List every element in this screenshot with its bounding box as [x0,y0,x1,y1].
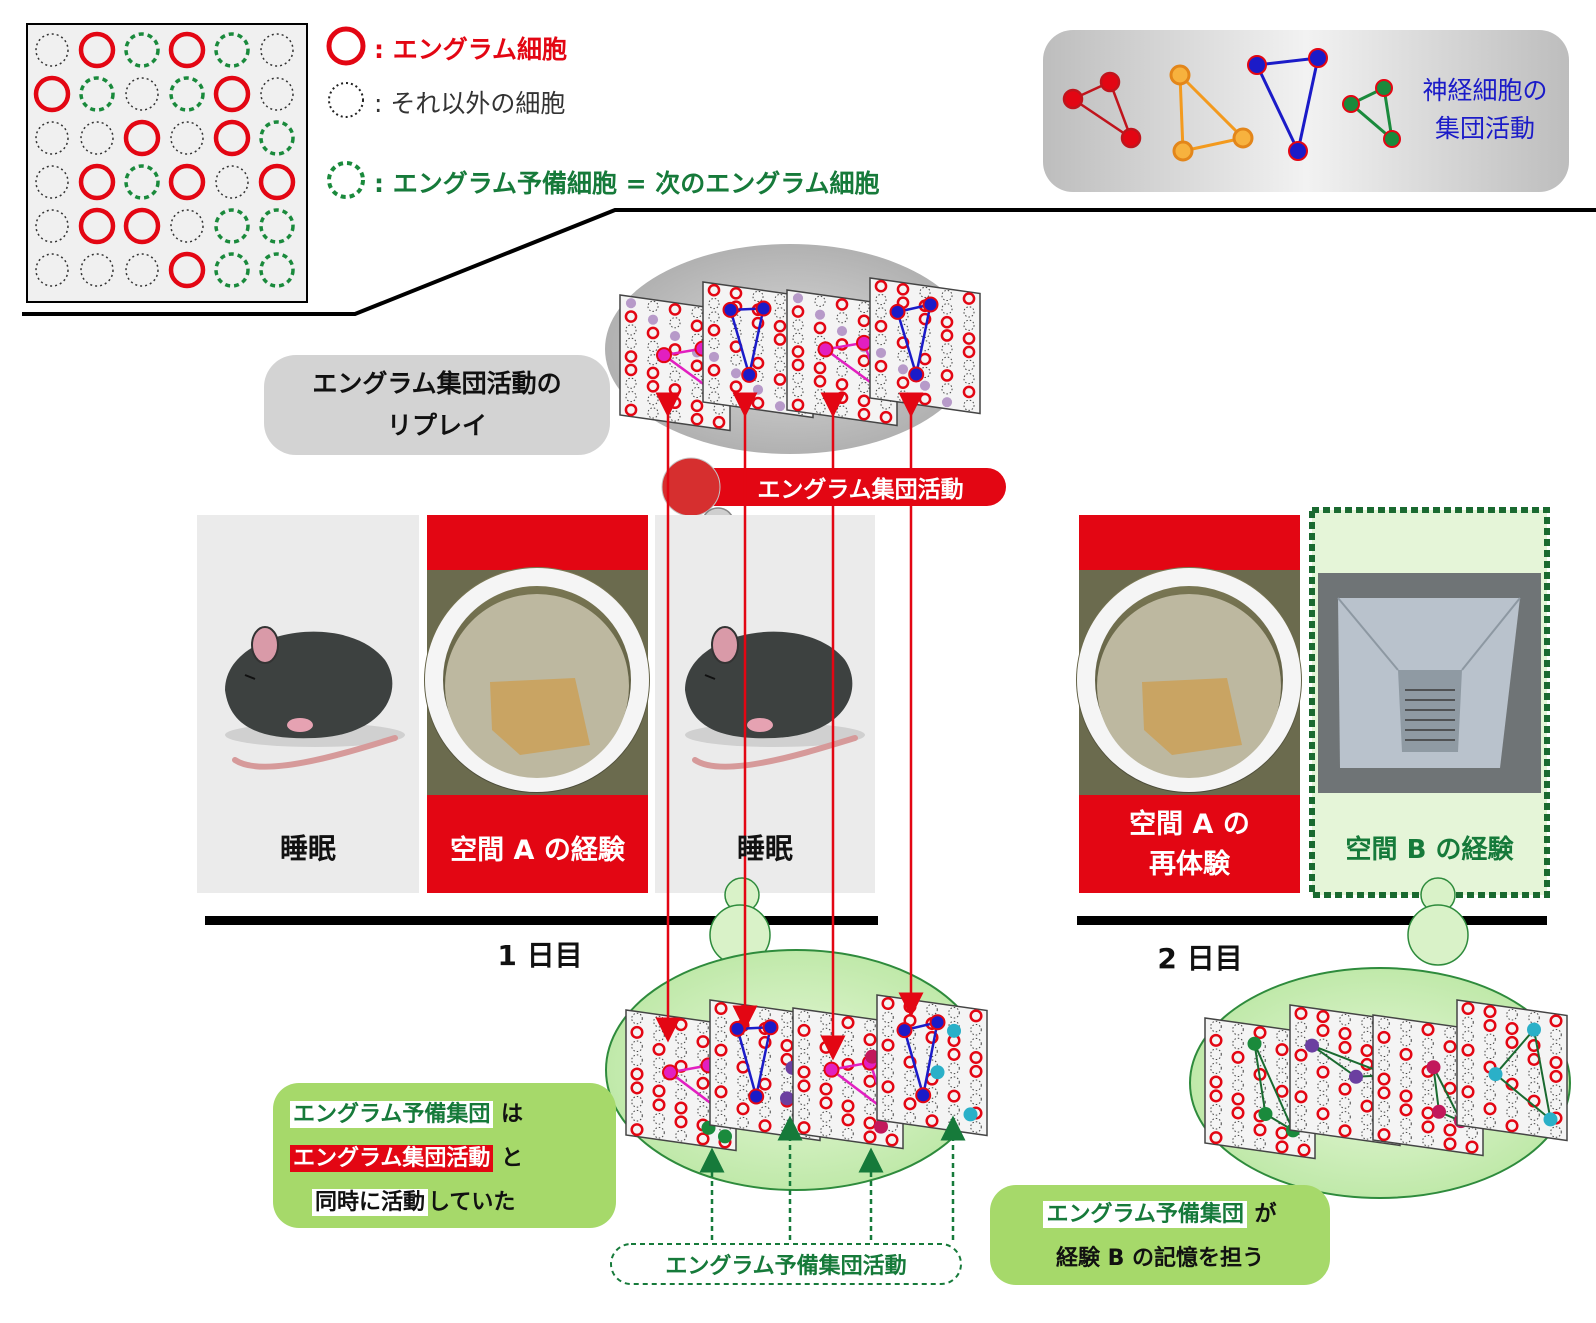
spaceA-label: 空間 A の経験 [450,834,625,866]
replay-panels [619,277,981,432]
other-cell [35,253,69,287]
engram-cell [78,31,116,69]
other-cell [170,209,204,243]
other-cell [35,209,69,243]
legend-cell-grid [26,23,308,303]
recording-panel [702,281,814,419]
thought-bubble-red [661,457,721,517]
preengram-cell [259,252,295,288]
other-cell [80,253,114,287]
cup2-rim-white [1077,568,1301,792]
preengram-cell [214,32,250,68]
engram-cell [168,163,206,201]
other-cell [260,33,294,67]
spaceB-label: 空間 B の経験 [1345,834,1514,865]
other-cell [260,77,294,111]
box-grid-floor [1405,689,1455,741]
legend-other-label: : それ以外の細胞 [374,89,566,118]
cup-rim-white [425,568,649,792]
assembly-red-icon [1062,71,1142,149]
right-note-hl1: エングラム予備集団 [1043,1201,1247,1228]
assembly-green-icon [1342,79,1401,148]
left-note-hl2: エングラム集団活動 [290,1145,494,1172]
sleep1-label: 睡眠 [279,832,336,865]
other-cell [80,121,114,155]
preengram-cell [124,164,160,200]
replay-bubble [264,355,610,455]
left-note-hl1: エングラム予備集団 [290,1101,494,1128]
recording-panel [1372,1014,1484,1157]
sleep2-label: 睡眠 [736,832,793,865]
preengram-cell [259,120,295,156]
replay-bubble-label: エングラム集団活動の リプレイ [312,369,562,440]
day2-label: 2 日目 [1157,942,1243,975]
day1-timeline [205,916,878,925]
sleeping-mouse-1 [225,626,405,770]
left-note-rest3: していた [428,1190,516,1215]
engram-cell [213,119,251,157]
engram-cell [168,31,206,69]
assembly-blue-icon [1247,48,1328,161]
day1-recording-panels [625,994,988,1152]
box-edge-right [1461,597,1521,671]
right-note-line2: 経験 B の記憶を担う [1055,1246,1265,1271]
preengram-cell [79,76,115,112]
legend-preengram-label: : エングラム予備細胞 = 次のエングラム細胞 [374,169,880,198]
replay-correspondence-arrows [655,392,924,1061]
assembly-orange-icon [1169,64,1254,162]
recording-panel [876,994,988,1137]
engram-cell [213,75,251,113]
left-note-hl3: 同時に活動 [312,1189,429,1216]
left-note-rest1: は [493,1102,524,1127]
other-cell [125,77,159,111]
engram-cell [123,119,161,157]
engram-cell [78,163,116,201]
bottom-tag-box [610,1243,962,1285]
preengram-cell [169,76,205,112]
bottom-tag-label: エングラム予備集団活動 [665,1254,907,1279]
cup2-floor [1142,678,1242,755]
other-cell [35,165,69,199]
link-bubble-4 [1407,904,1469,966]
reexp-label: 空間 A の 再体験 [1129,809,1250,880]
other-cell [35,121,69,155]
engram-cell [258,163,296,201]
other-cell [125,253,159,287]
left-note-rest2: と [493,1146,524,1171]
preengram-cell [214,208,250,244]
recording-panel [869,277,981,415]
other-cell [35,33,69,67]
right-note-rest1: が [1246,1202,1277,1227]
right-note-text: エングラム予備集団 が 経験 B の記憶を担う [1000,1193,1320,1281]
preengram-cell [214,252,250,288]
preengram-cell [124,32,160,68]
recording-panel [1456,999,1568,1142]
engram-activity-tag-label: エングラム集団活動 [757,477,964,503]
engram-cell [78,207,116,245]
other-cell [215,165,249,199]
other-cell-legend-symbol [328,82,364,118]
engram-legend-symbol [326,26,366,66]
other-cell [170,121,204,155]
preengram-activity-arrows [699,1115,966,1240]
day1-label: 1 日目 [497,939,583,972]
engram-cell [168,251,206,289]
left-note-text: エングラム予備集団 は エングラム集団活動 と 同時に活動していた [290,1093,610,1225]
cup-floor [490,678,590,755]
assembly-legend-label: 神経細胞の 集団活動 [1422,76,1548,143]
engram-cell [123,207,161,245]
day2-timeline [1077,916,1547,925]
legend-engram-label: : エングラム細胞 [374,35,567,64]
preengram-cell [259,208,295,244]
box-edge-left [1337,597,1399,671]
engram-cell [33,75,71,113]
preengram-legend-symbol [327,161,365,199]
zoom-outline [22,208,1596,316]
day2-recording-panels [1204,999,1568,1160]
